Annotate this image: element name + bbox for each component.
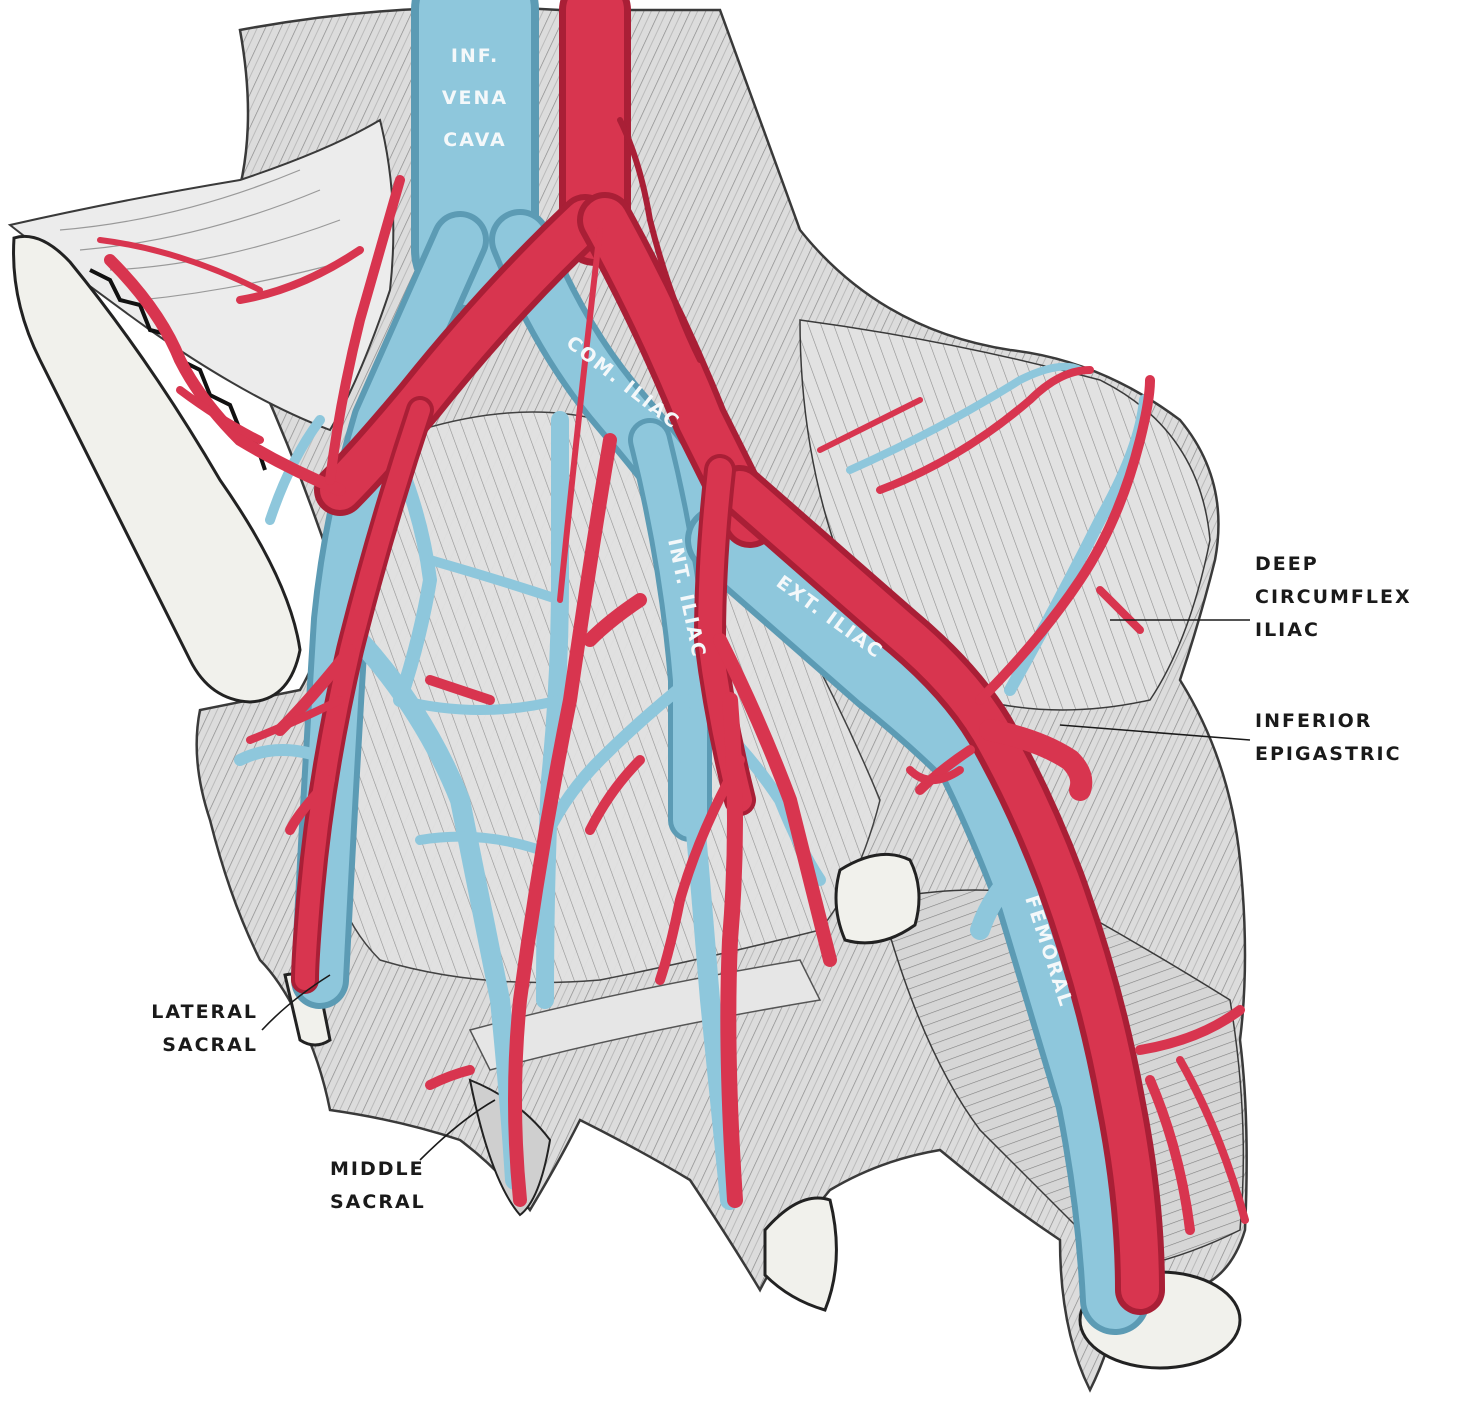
arteries: [97, 0, 1249, 1315]
label-inf-vena-cava-line-1: INF.: [451, 45, 499, 67]
external-labels: DEEP CIRCUMFLEX ILIAC INFERIOR EPIGASTRI…: [151, 553, 1412, 1213]
label-inf-vena-cava-line-3: CAVA: [443, 129, 506, 151]
ischium-section: [763, 1196, 838, 1312]
label-lateral-sacral-line-1: LATERAL: [151, 1001, 258, 1023]
label-middle-sacral-line-2: SACRAL: [330, 1191, 426, 1213]
label-inferior-epigastric-line-1: INFERIOR: [1255, 710, 1372, 732]
pubis-section: [834, 852, 921, 945]
iliac-bone-section: [12, 234, 302, 704]
deep-circumflex-iliac-artery: [975, 375, 1155, 705]
leader-inferior-epigastric: [1059, 724, 1251, 741]
label-lateral-sacral-line-2: SACRAL: [162, 1034, 258, 1056]
label-inf-vena-cava-line-2: VENA: [442, 87, 508, 109]
leader-middle-sacral: [419, 1099, 496, 1161]
label-deep-circumflex-line-1: DEEP: [1255, 553, 1319, 575]
label-inferior-epigastric-line-2: EPIGASTRIC: [1255, 743, 1402, 765]
middle-sacral-artery: [557, 227, 603, 603]
inferior-epigastric-artery: [979, 719, 1093, 801]
membrane-lines: [59, 169, 351, 301]
label-deep-circumflex-line-2: CIRCUMFLEX: [1255, 586, 1412, 608]
leader-lateral-sacral: [261, 974, 331, 1031]
label-middle-sacral-line-1: MIDDLE: [330, 1158, 425, 1180]
label-deep-circumflex-line-3: ILIAC: [1255, 619, 1320, 641]
